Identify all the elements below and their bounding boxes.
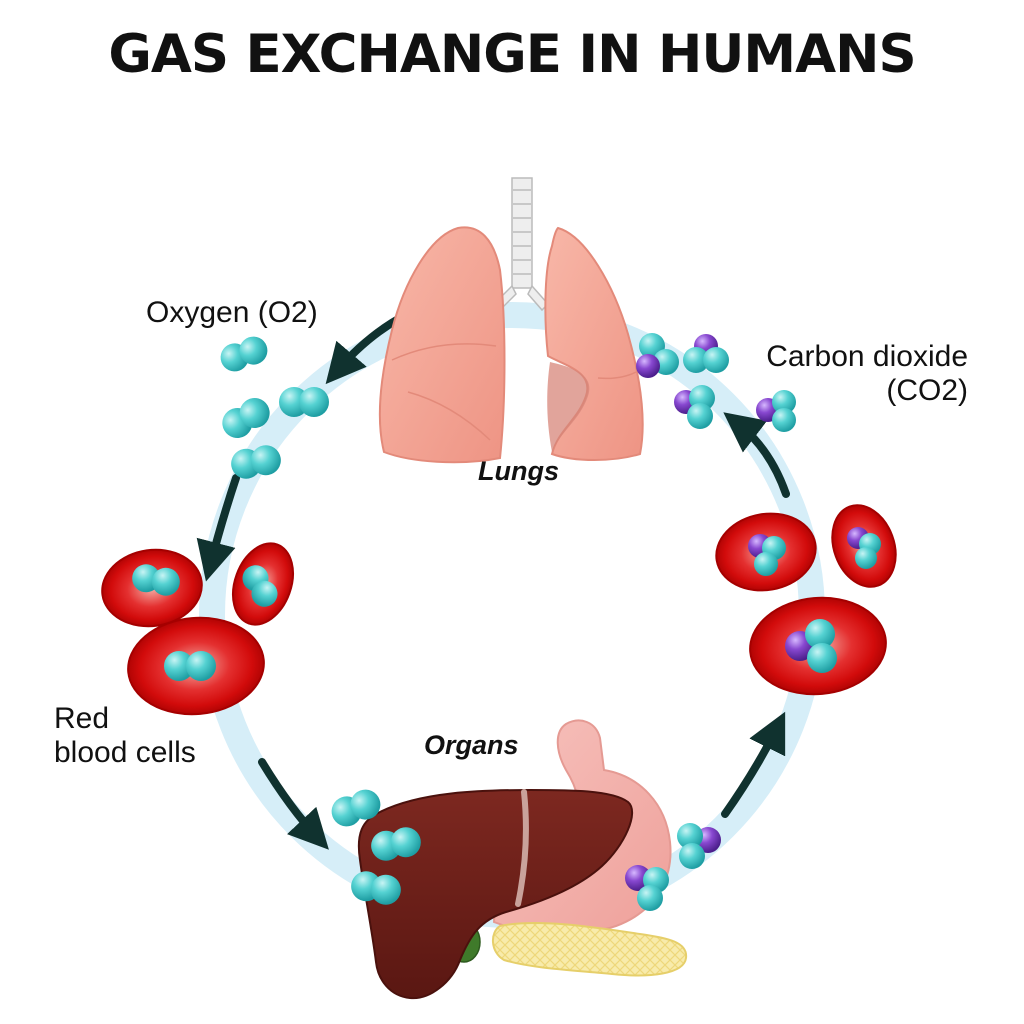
- organs-label: Organs: [424, 730, 519, 760]
- liver: [357, 788, 634, 1000]
- carbon-dioxide-label-line1: Carbon dioxide: [766, 340, 968, 373]
- arrow-cells-to-lungs: [723, 412, 790, 498]
- co2-molecule: [674, 385, 715, 429]
- co2-molecule: [756, 390, 796, 432]
- red-blood-cells-label: Red blood cells: [54, 702, 196, 770]
- lungs-illustration: [378, 226, 644, 464]
- o2-molecule: [132, 564, 180, 596]
- co2-molecule: [677, 823, 721, 869]
- co2-molecule: [625, 865, 669, 911]
- arrow-lungs-to-cells-2: [196, 474, 240, 582]
- o2-molecule: [231, 445, 281, 479]
- carbon-dioxide-label-line2: (CO2): [886, 374, 968, 407]
- arrow-cells-to-organs: [258, 758, 329, 850]
- o2-molecule: [220, 336, 268, 372]
- red-blood-cells-label-line1: Red: [54, 702, 110, 735]
- o2-molecule: [371, 827, 421, 861]
- co2-molecule: [748, 534, 786, 576]
- arrow-organs-to-cells: [721, 711, 786, 818]
- o2-molecule: [164, 651, 216, 681]
- carbon-dioxide-label: Carbon dioxide (CO2): [720, 340, 968, 408]
- pancreas: [492, 922, 688, 977]
- red-blood-cells-label-line2: blood cells: [54, 736, 196, 769]
- o2-molecule: [351, 871, 401, 905]
- lungs-label: Lungs: [478, 456, 559, 486]
- co2-molecule: [785, 619, 837, 673]
- oxygen-molecules: [132, 336, 421, 905]
- oxygen-label: Oxygen (O2): [146, 296, 318, 329]
- carbon-dioxide-molecules: [625, 333, 881, 911]
- co2-molecule: [847, 527, 881, 569]
- diagram-title: GAS EXCHANGE IN HUMANS: [108, 24, 916, 85]
- o2-molecule: [331, 789, 381, 827]
- co2-molecule: [683, 334, 729, 373]
- o2-molecule: [222, 398, 270, 438]
- o2-molecule: [242, 565, 278, 607]
- o2-molecule: [279, 387, 329, 417]
- co2-molecule: [636, 333, 679, 378]
